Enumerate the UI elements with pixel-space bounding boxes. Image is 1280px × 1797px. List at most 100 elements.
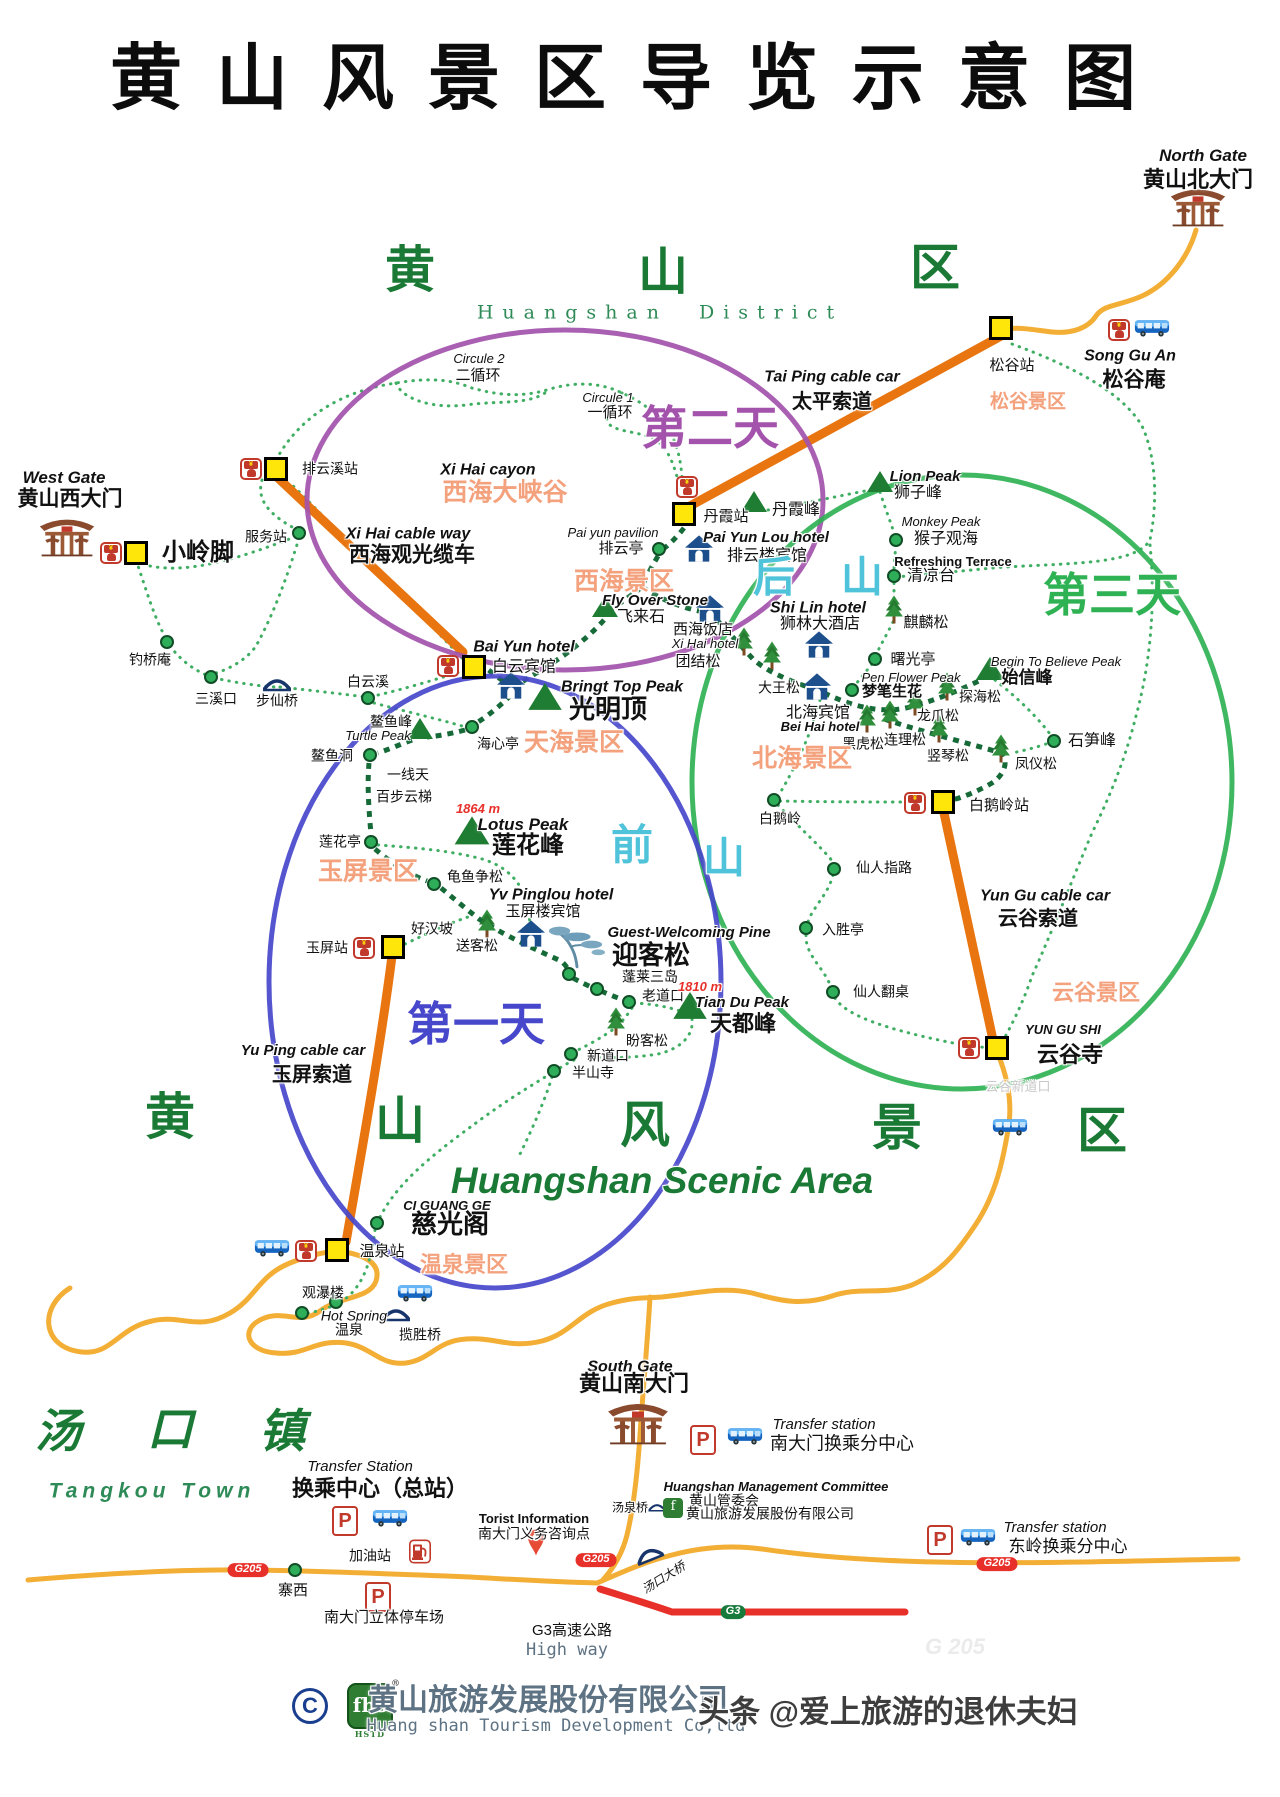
road-network: [25, 227, 1241, 1586]
hstd-logo-icon: fhs®HSTD: [347, 1680, 400, 1738]
wenquan-station-icon: [325, 1238, 349, 1262]
guanpulou-icon: [329, 1295, 343, 1309]
g3-highway: [596, 1585, 909, 1616]
ciguangge-icon: [370, 1216, 384, 1230]
yvpinglou-hotel-icon: [516, 919, 546, 953]
mgmt-logo-icon: f: [663, 1498, 683, 1518]
transfer0-parking-icon: P: [332, 1506, 358, 1536]
fuwuzhan-icon: [292, 526, 306, 540]
transfer2-parking-icon: P: [927, 1525, 953, 1555]
guiyuzhengsong-icon: [427, 877, 441, 891]
footer-company-en: Huang shan Tourism Development Co,ltd: [366, 1715, 746, 1736]
lot-parking-icon: P: [365, 1582, 391, 1612]
penflower-icon: [845, 683, 859, 697]
trail-point-2-icon: [590, 982, 604, 996]
monkey-peak-icon: [889, 533, 903, 547]
zhaixi-icon: [288, 1563, 302, 1577]
paiyunxi-station-icon: [264, 457, 288, 481]
shilin-hotel-icon: [804, 630, 834, 664]
yuping-station-icon: [381, 935, 405, 959]
day1-zone-circle: [266, 673, 724, 1291]
tuanjiesong-icon: [734, 627, 754, 661]
songguan-bus-icon: [1134, 318, 1170, 343]
baiyun-ticket-icon: ¥: [437, 655, 459, 677]
pankesong-icon: [606, 1007, 626, 1041]
buxianqiao-bridge-icon: [263, 678, 291, 697]
dawangsong-icon: [762, 641, 782, 675]
haixinting-icon: [465, 720, 479, 734]
brighttop-peak-icon: [528, 682, 562, 715]
diaoqiaoan-icon: [160, 635, 174, 649]
trail-point-1-icon: [562, 967, 576, 981]
danxia-station-icon: [672, 502, 696, 526]
west-gate-icon: [38, 515, 96, 562]
yungusi-ticket-icon: ¥: [958, 1037, 980, 1059]
xianrenfanzhuo-icon: [826, 985, 840, 999]
copyright-icon: C: [292, 1688, 328, 1724]
songkesong-icon: [477, 909, 497, 943]
hotspring-icon: [295, 1306, 309, 1320]
heihusong-icon: [857, 704, 877, 738]
refreshing-terrace-icon: [887, 569, 901, 583]
baiyun-hotel-station-icon: [462, 655, 486, 679]
xianrenzhilu-icon: [827, 862, 841, 876]
paiyunxi-ticket-icon: ¥: [240, 458, 262, 480]
yungusi-station-icon: [985, 1036, 1009, 1060]
flyover-stone-icon: [592, 596, 618, 622]
paiyunlou-hotel-icon: [684, 534, 714, 568]
day3-zone-circle: [689, 472, 1235, 1092]
lianlisong-icon: [880, 700, 900, 734]
south-gate-icon: [606, 1398, 670, 1449]
baieling-station-icon: [931, 790, 955, 814]
tiandu-peak-icon: [673, 991, 707, 1024]
yungu-road-bus-icon: [992, 1117, 1028, 1142]
page-title: 黄山风景区导览示意图: [109, 39, 1171, 120]
xiaolingjiao-ticket-icon: ¥: [100, 542, 122, 564]
songgu-ticket-icon: ¥: [1108, 319, 1130, 341]
tanhaisong-icon: [937, 672, 957, 706]
sanxikou-icon: [204, 670, 218, 684]
yuping-ticket-icon: ¥: [353, 937, 375, 959]
lanshengqiao-bridge-icon: [382, 1308, 410, 1327]
rushengting-icon: [799, 921, 813, 935]
beihai-hotel-icon: [802, 672, 832, 706]
footer-company-zh: 黄山旅游发展股份有限公司: [368, 1682, 728, 1718]
shixin-peak-icon: [975, 656, 1005, 685]
laodaokou-icon: [622, 995, 636, 1009]
lion-peak-icon: [867, 471, 893, 497]
gas-station-icon: [409, 1539, 431, 1569]
hotspring-bus-icon: [397, 1283, 433, 1308]
songgu-station-icon: [989, 316, 1013, 340]
longzhuasong-icon: [905, 687, 925, 721]
brighttop-hotel-icon: [496, 671, 526, 705]
transfer2-bus-icon: [960, 1527, 996, 1552]
xihai-hotel-icon: [695, 594, 725, 628]
shuqinsong-icon: [929, 714, 949, 748]
fengyisong-icon: [991, 734, 1011, 768]
danxia-peak-icon: [741, 491, 767, 517]
paiyun-pavilion-icon: [652, 542, 666, 556]
baieling-icon: [767, 793, 781, 807]
tangkou-bridge-icon: [633, 1543, 666, 1571]
baieling-ticket-icon: ¥: [904, 792, 926, 814]
footer-credit: 头条 @爱上旅游的退休夫妇: [698, 1694, 1078, 1730]
qilinsong-icon: [884, 595, 904, 629]
baiyunxi-icon: [361, 691, 375, 705]
xiaolingjiao-station-icon: [124, 541, 148, 565]
transfer1-bus-icon: [727, 1426, 763, 1451]
aoyu-peak-icon: [407, 718, 433, 744]
banshansi-icon: [547, 1064, 561, 1078]
north-gate-icon: [1169, 185, 1227, 232]
tourist-info-pin-icon: [526, 1529, 546, 1562]
lotus-peak-icon: [454, 816, 490, 849]
xindaokou-icon: [564, 1047, 578, 1061]
wenquan-bus-icon: [254, 1238, 290, 1263]
wenquan-ticket-icon: ¥: [295, 1240, 317, 1262]
transfer1-parking-icon: P: [690, 1425, 716, 1455]
aoyudong-icon: [363, 748, 377, 762]
lianhuating-icon: [364, 835, 378, 849]
guest-welcoming-pine-icon: [548, 923, 606, 974]
